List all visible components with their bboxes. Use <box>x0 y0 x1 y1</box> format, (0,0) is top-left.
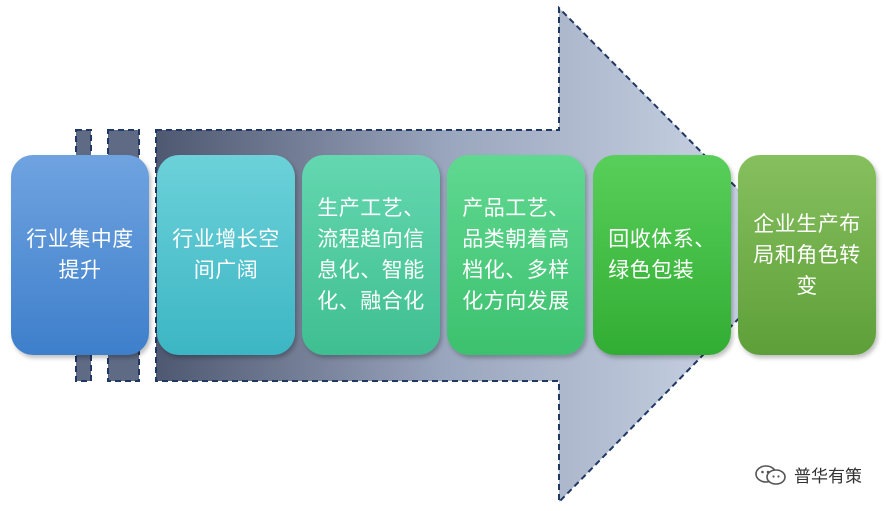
step-card-5: 回收体系、 绿色包装 <box>593 155 731 355</box>
step-card-4: 产品工艺、 品类朝着高 档化、多样 化方向发展 <box>447 155 585 355</box>
step-label-3: 生产工艺、 流程趋向信 息化、智能 化、融合化 <box>317 196 425 313</box>
step-card-6: 企业生产布 局和角色转 变 <box>738 155 876 355</box>
step-card-2: 行业增长空 间广阔 <box>157 155 295 355</box>
step-label-6: 企业生产布 局和角色转 变 <box>753 211 861 298</box>
step-label-1: 行业集中度 提升 <box>26 227 134 282</box>
wechat-icon <box>755 464 786 485</box>
step-card-1: 行业集中度 提升 <box>11 155 149 355</box>
step-label-4: 产品工艺、 品类朝着高 档化、多样 化方向发展 <box>462 196 570 313</box>
step-card-3: 生产工艺、 流程趋向信 息化、智能 化、融合化 <box>302 155 440 355</box>
watermark-text: 普华有策 <box>794 467 862 487</box>
step-label-2: 行业增长空 间广阔 <box>172 227 280 282</box>
watermark: 普华有策 <box>754 462 862 487</box>
step-label-5: 回收体系、 绿色包装 <box>608 227 716 282</box>
